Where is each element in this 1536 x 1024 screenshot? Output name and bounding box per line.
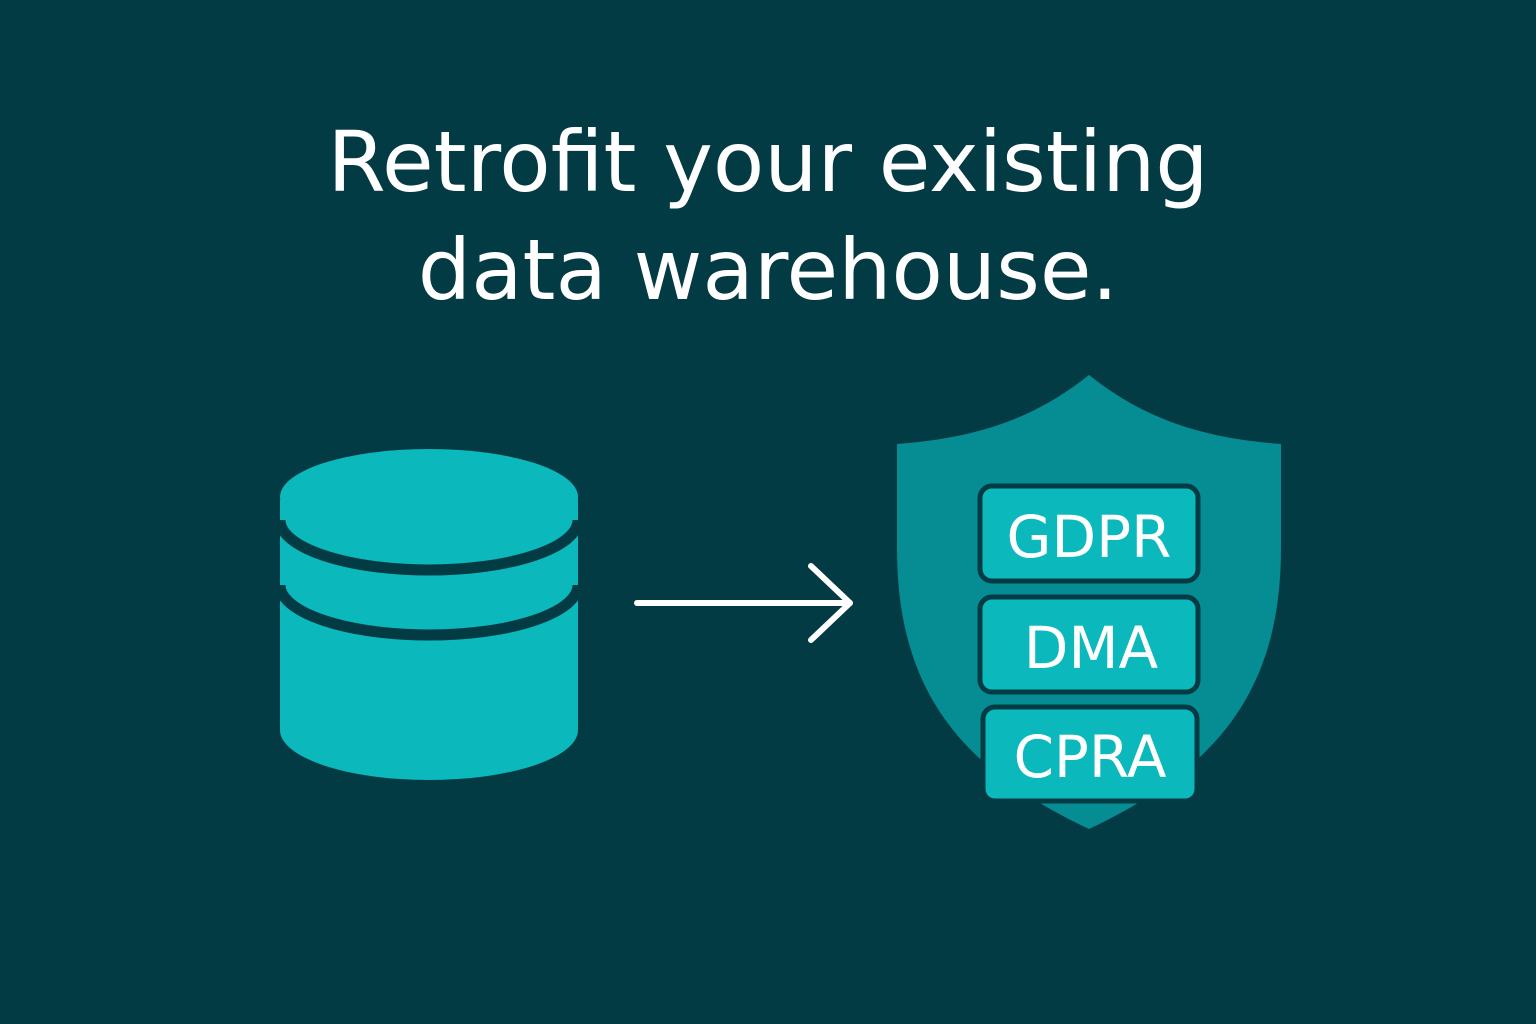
badge-cpra: CPRA xyxy=(980,704,1200,804)
database-icon xyxy=(274,449,584,780)
badge-dma-label: DMA xyxy=(1024,614,1159,682)
badge-gdpr: GDPR xyxy=(977,483,1201,584)
headline: Retrofit your existing data warehouse. xyxy=(0,108,1536,324)
badge-dma: DMA xyxy=(977,594,1201,695)
database-top xyxy=(280,449,578,545)
arrow-right-icon xyxy=(634,563,853,643)
headline-line-1: Retrofit your existing xyxy=(327,113,1209,211)
badge-gdpr-label: GDPR xyxy=(1007,503,1172,571)
database-band-lower xyxy=(274,584,584,641)
headline-line-2: data warehouse. xyxy=(417,221,1119,319)
database-band-upper xyxy=(274,519,584,576)
badge-cpra-label: CPRA xyxy=(1013,723,1166,791)
